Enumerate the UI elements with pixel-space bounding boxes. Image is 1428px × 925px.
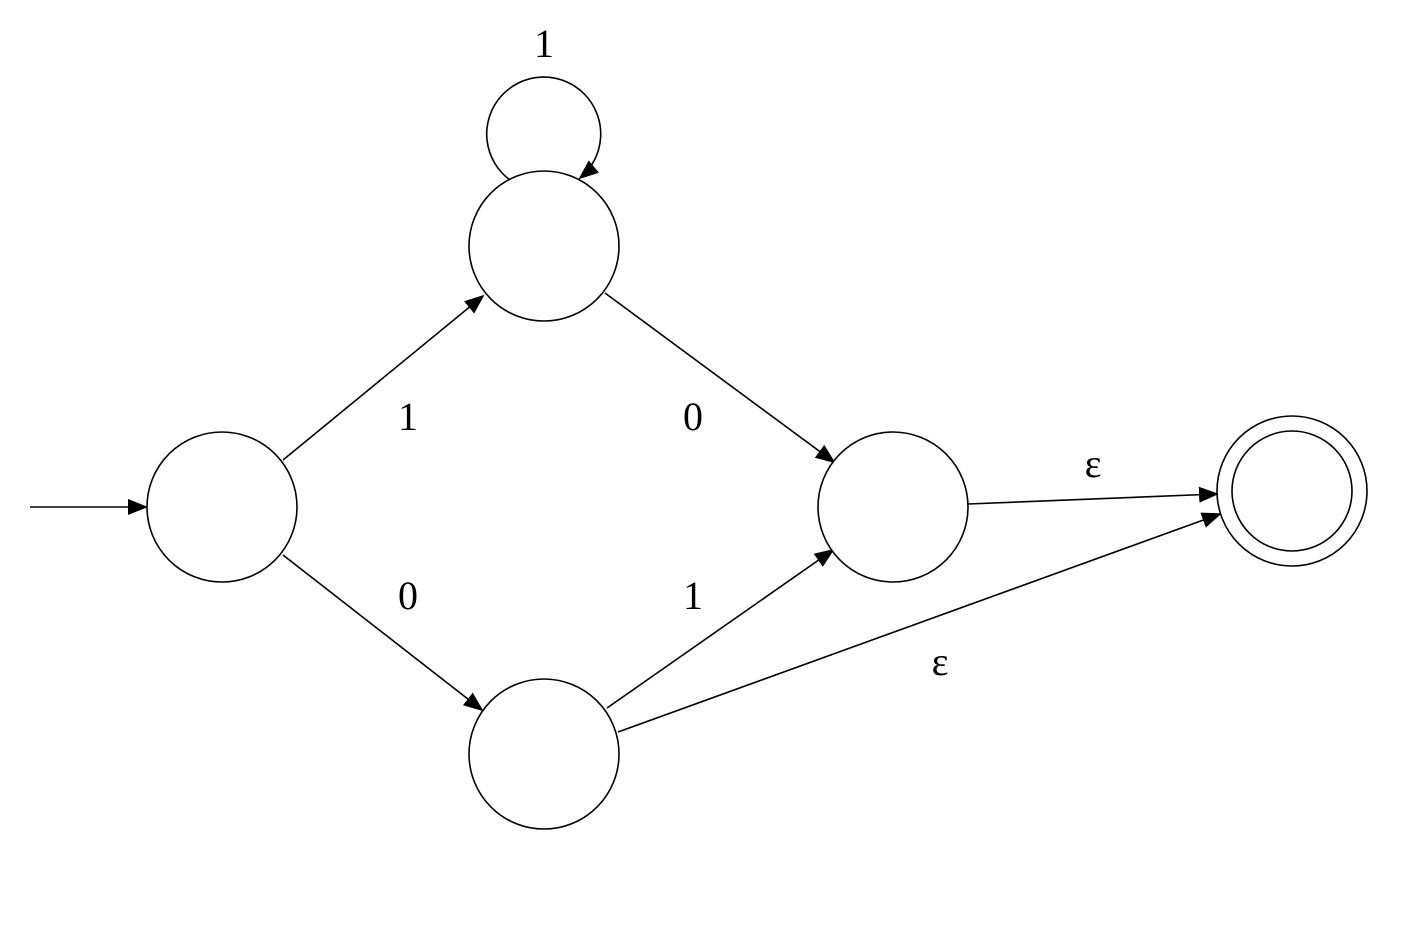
label-q2-q3: 1 [683, 573, 703, 618]
edge-q1-q3 [604, 292, 836, 464]
label-q0-q1: 1 [398, 394, 418, 439]
label-q1-q1: 1 [534, 21, 554, 66]
edge-q0-q2 [282, 554, 484, 712]
state-q3 [817, 431, 969, 583]
edge-q3-q4 [967, 486, 1219, 505]
edge-q2-q3 [606, 548, 835, 709]
edge-q0-q1 [282, 294, 485, 461]
label-q1-q3: 0 [683, 394, 703, 439]
state-q1 [468, 170, 620, 322]
state-q0 [146, 431, 298, 583]
label-q2-q4: ε [932, 639, 949, 684]
edge-q2-q4 [617, 512, 1222, 733]
self-loop-q1 [485, 76, 602, 181]
state-q2 [468, 678, 620, 830]
accept-inner-ring [1231, 430, 1353, 552]
state-q4-accept [1216, 415, 1368, 567]
label-q0-q2: 0 [398, 573, 418, 618]
label-q3-q4: ε [1085, 441, 1102, 486]
